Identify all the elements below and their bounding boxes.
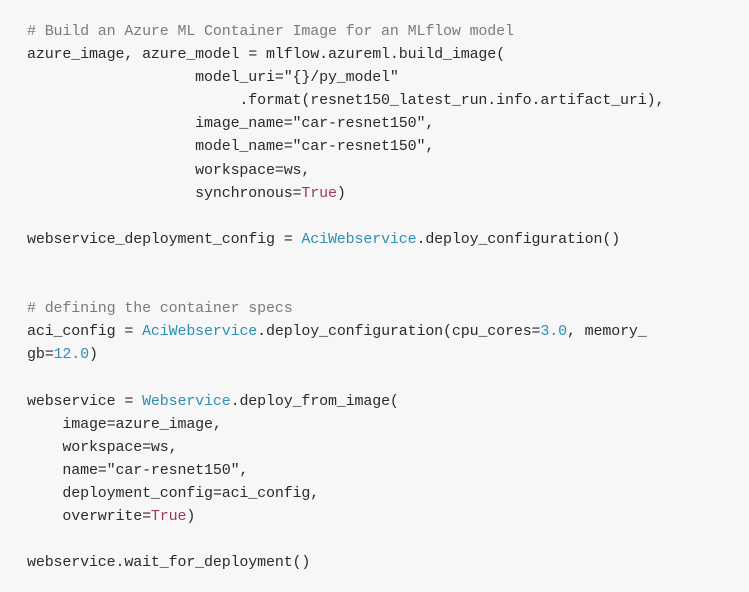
code-text: )	[186, 507, 196, 525]
code-text: overwrite=	[27, 507, 151, 525]
code-text: .deploy_configuration(cpu_cores=	[257, 323, 541, 341]
class-aci-webservice: AciWebservice	[142, 323, 258, 341]
class-aci-webservice: AciWebservice	[301, 230, 417, 248]
code-text: gb=	[27, 346, 54, 364]
code-comment-build: # Build an Azure ML Container Image for …	[27, 23, 514, 40]
code-blank-line	[27, 366, 749, 389]
code-line-workspace: workspace=ws,	[27, 161, 311, 179]
code-line-image-name: image_name="car-resnet150",	[27, 115, 435, 133]
code-line-aci-config: aci_config = AciWebservice.deploy_config…	[27, 320, 749, 343]
code-arg-workspace: workspace=ws,	[27, 438, 178, 456]
code-comment-container: # defining the container specs	[27, 300, 293, 318]
code-line-model-uri: model_uri="{}/py_model"	[27, 69, 399, 87]
code-text: webservice_deployment_config =	[27, 230, 302, 248]
code-line-format: .format(resnet150_latest_run.info.artifa…	[27, 92, 665, 110]
code-text: .deploy_configuration()	[416, 230, 621, 248]
code-text: )	[88, 346, 98, 364]
code-text: , memory_	[566, 323, 647, 341]
code-text: aci_config =	[27, 323, 143, 341]
code-text: synchronous=	[27, 184, 302, 202]
code-text: webservice =	[27, 392, 143, 410]
code-line-memory: gb=12.0)	[27, 343, 749, 366]
class-webservice: Webservice	[142, 392, 231, 410]
code-blank-line	[27, 528, 749, 551]
code-text: .deploy_from_image(	[230, 392, 399, 410]
code-line-synchronous: synchronous=True)	[27, 182, 749, 205]
number-cpu: 3.0	[540, 323, 567, 341]
code-line-wait: webservice.wait_for_deployment()	[27, 554, 311, 572]
code-blank-line	[27, 274, 749, 297]
code-line-deploy-config: webservice_deployment_config = AciWebser…	[27, 228, 749, 251]
number-memory: 12.0	[53, 346, 90, 364]
code-arg-overwrite: overwrite=True)	[27, 505, 749, 528]
code-line-build-image: azure_image, azure_model = mlflow.azurem…	[27, 46, 505, 64]
keyword-true: True	[150, 507, 187, 525]
code-blank-line	[27, 205, 749, 228]
keyword-true: True	[301, 184, 337, 202]
code-arg-name: name="car-resnet150",	[27, 461, 249, 479]
code-arg-image: image=azure_image,	[27, 415, 222, 433]
code-text: )	[336, 184, 346, 202]
code-line-model-name: model_name="car-resnet150",	[27, 138, 435, 156]
code-arg-deployment-config: deployment_config=aci_config,	[27, 484, 320, 502]
code-blank-line	[27, 251, 749, 274]
code-line-webservice: webservice = Webservice.deploy_from_imag…	[27, 390, 749, 413]
